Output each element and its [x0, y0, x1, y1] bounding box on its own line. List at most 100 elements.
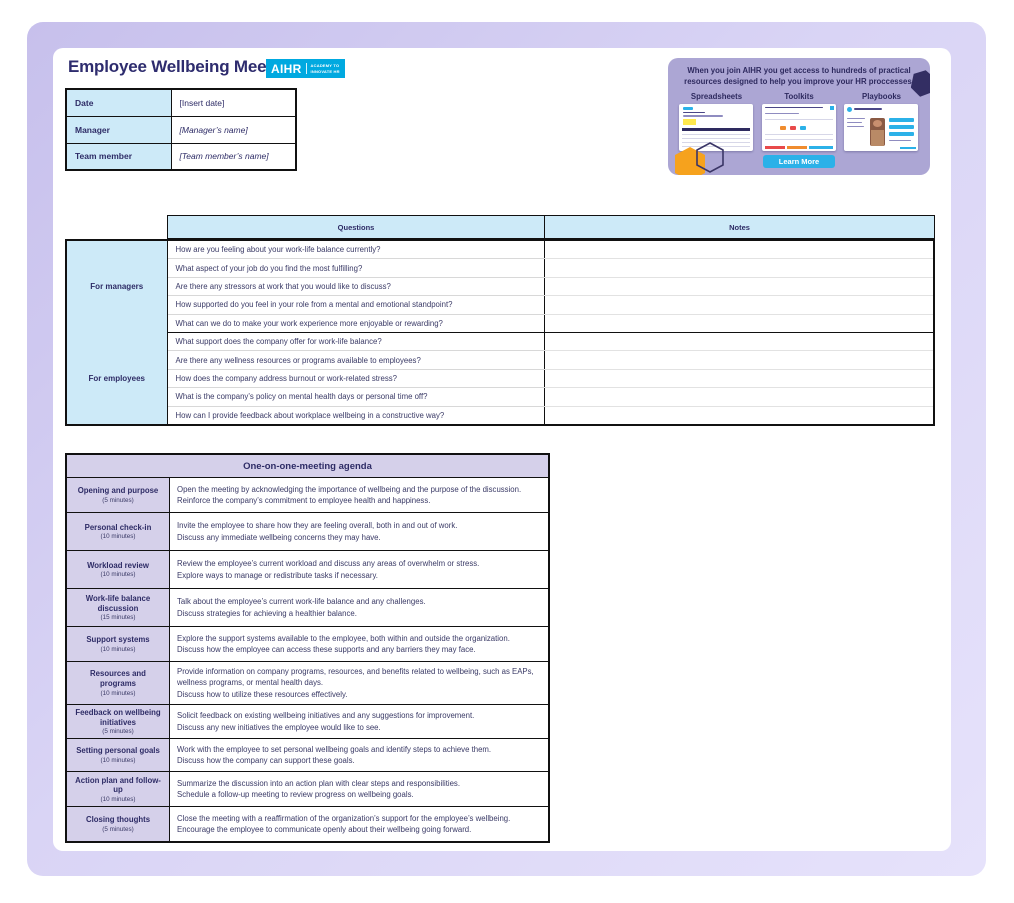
question-cell: What is the company’s policy on mental h… — [167, 387, 545, 407]
table-row: How can I provide feedback about workpla… — [67, 406, 933, 425]
spreadsheets-label: Spreadsheets — [690, 91, 743, 101]
thumb-detail — [889, 139, 911, 142]
description-line: Work with the employee to set personal w… — [177, 745, 492, 755]
agenda-item-title: Personal check-in — [84, 522, 152, 532]
agenda-item-duration: (5 minutes) — [102, 496, 134, 504]
notes-cell[interactable] — [544, 295, 933, 315]
date-label: Date — [65, 88, 172, 117]
agenda-item-duration: (10 minutes) — [100, 571, 136, 579]
banner-headline: When you join AIHR you get access to hun… — [668, 66, 930, 88]
thumb-detail — [889, 131, 914, 136]
agenda-row: Resources and programs (10 minutes) Prov… — [67, 662, 548, 705]
notes-cell[interactable] — [544, 350, 933, 370]
toolkits-thumbnail — [761, 103, 836, 151]
notes-cell[interactable] — [544, 332, 933, 352]
thumb-detail — [683, 111, 705, 114]
table-row: For managers How are you feeling about y… — [67, 240, 933, 333]
agenda-item-title: Opening and purpose — [77, 486, 159, 496]
qa-table: For managers How are you feeling about y… — [65, 238, 935, 427]
page-frame: Employee Wellbeing Meeting AIHR ACADEMY … — [27, 22, 986, 876]
notes-cell[interactable] — [544, 240, 933, 260]
team-member-field[interactable]: [Team member’s name] — [170, 142, 297, 171]
question-cell: How supported do you feel in your role f… — [167, 295, 545, 315]
agenda-item-label: Feedback on wellbeing initiatives (5 min… — [67, 704, 170, 739]
table-row: What can we do to make your work experie… — [67, 314, 933, 333]
thumb-detail — [789, 125, 796, 130]
manager-label: Manager — [65, 115, 172, 144]
agenda-row: Support systems (10 minutes) Explore the… — [67, 627, 548, 662]
agenda-item-title: Feedback on wellbeing initiatives — [75, 707, 161, 727]
thumb-detail — [682, 137, 750, 139]
agenda-item-label: Support systems (10 minutes) — [67, 627, 170, 661]
date-field[interactable]: [Insert date] — [170, 88, 297, 117]
notes-cell[interactable] — [544, 277, 933, 297]
agenda-item-label: Workload review (10 minutes) — [67, 551, 170, 588]
agenda-item-duration: (10 minutes) — [100, 689, 136, 697]
agenda-table: One-on-one-meeting agenda Opening and pu… — [65, 453, 550, 844]
thumb-detail — [683, 115, 723, 117]
question-cell: How are you feeling about your work-life… — [167, 240, 545, 260]
notes-cell[interactable] — [544, 314, 933, 333]
table-row: Are there any wellness resources or prog… — [67, 350, 933, 370]
thumb-detail — [764, 133, 833, 135]
description-line: Encourage the employee to communicate op… — [177, 825, 472, 835]
agenda-item-duration: (10 minutes) — [100, 796, 136, 804]
table-row: Are there any stressors at work that you… — [67, 277, 933, 297]
thumb-detail — [847, 106, 852, 112]
description-line: Discuss strategies for achieving a healt… — [177, 608, 357, 618]
for-employees-label: For employees — [67, 332, 168, 425]
description-line: Solicit feedback on existing wellbeing i… — [177, 711, 475, 721]
thumb-detail — [779, 125, 786, 130]
thumb-detail — [847, 117, 865, 120]
manager-field[interactable]: [Manager’s name] — [170, 115, 297, 144]
agenda-item-description: Solicit feedback on existing wellbeing i… — [170, 705, 548, 738]
thumb-detail — [683, 106, 693, 110]
thumb-detail — [854, 108, 882, 110]
page-title: Employee Wellbeing Meeting — [68, 57, 297, 76]
description-line: Open the meeting by acknowledging the im… — [177, 484, 522, 494]
question-cell: What aspect of your job do you find the … — [167, 258, 545, 278]
agenda-item-duration: (10 minutes) — [100, 757, 136, 765]
question-cell: What support does the company offer for … — [167, 332, 545, 352]
table-row: For employees What support does the comp… — [67, 332, 933, 425]
description-line: Schedule a follow-up meeting to review p… — [177, 790, 414, 800]
agenda-row: Opening and purpose (5 minutes) Open the… — [67, 478, 548, 513]
aihr-logo: AIHR ACADEMY TO INNOVATE HR — [266, 59, 345, 78]
table-row: How does the company address burnout or … — [67, 369, 933, 389]
table-row: Date [Insert date] — [65, 88, 297, 117]
description-line: Discuss any new initiatives the employee… — [177, 722, 381, 732]
description-line: Review the employee’s current workload a… — [177, 559, 480, 569]
table-row: Manager [Manager’s name] — [65, 115, 297, 144]
agenda-item-duration: (5 minutes) — [102, 728, 134, 736]
agenda-item-label: Resources and programs (10 minutes) — [67, 662, 170, 704]
thumb-detail — [871, 129, 884, 146]
banner-col-playbooks: Playbooks — [844, 92, 919, 151]
notes-cell[interactable] — [544, 258, 933, 278]
description-line: Explore ways to manage or redistribute t… — [177, 570, 378, 580]
tagline-line2: INNOVATE HR — [310, 68, 340, 74]
aihr-logo-tagline: ACADEMY TO INNOVATE HR — [311, 63, 340, 73]
notes-cell[interactable] — [544, 406, 933, 424]
meeting-info-table: Date [Insert date] Manager [Manager’s na… — [65, 88, 297, 171]
agenda-item-label: Action plan and follow-up (10 minutes) — [67, 772, 170, 807]
notes-cell[interactable] — [544, 369, 933, 389]
thumb-detail — [682, 127, 750, 132]
learn-more-button[interactable]: Learn More — [763, 155, 835, 168]
notes-cell[interactable] — [544, 387, 933, 407]
agenda-row: Action plan and follow-up (10 minutes) S… — [67, 772, 548, 808]
thumb-detail — [786, 145, 807, 149]
table-row: How supported do you feel in your role f… — [67, 295, 933, 315]
thumb-detail — [764, 106, 823, 109]
agenda-item-description: Invite the employee to share how they ar… — [170, 513, 548, 550]
thumb-detail — [847, 125, 864, 128]
agenda-item-duration: (10 minutes) — [100, 533, 136, 541]
spreadsheets-thumbnail — [679, 103, 753, 151]
thumb-detail — [829, 105, 834, 110]
agenda-item-duration: (10 minutes) — [100, 645, 136, 653]
agenda-item-duration: (5 minutes) — [102, 826, 134, 834]
agenda-item-label: Opening and purpose (5 minutes) — [67, 478, 170, 512]
hexagon-dark-icon — [911, 70, 930, 97]
description-line: Discuss any immediate wellbeing concerns… — [177, 532, 381, 542]
agenda-item-description: Work with the employee to set personal w… — [170, 739, 548, 771]
agenda-title: One-on-one-meeting agenda — [67, 455, 548, 478]
